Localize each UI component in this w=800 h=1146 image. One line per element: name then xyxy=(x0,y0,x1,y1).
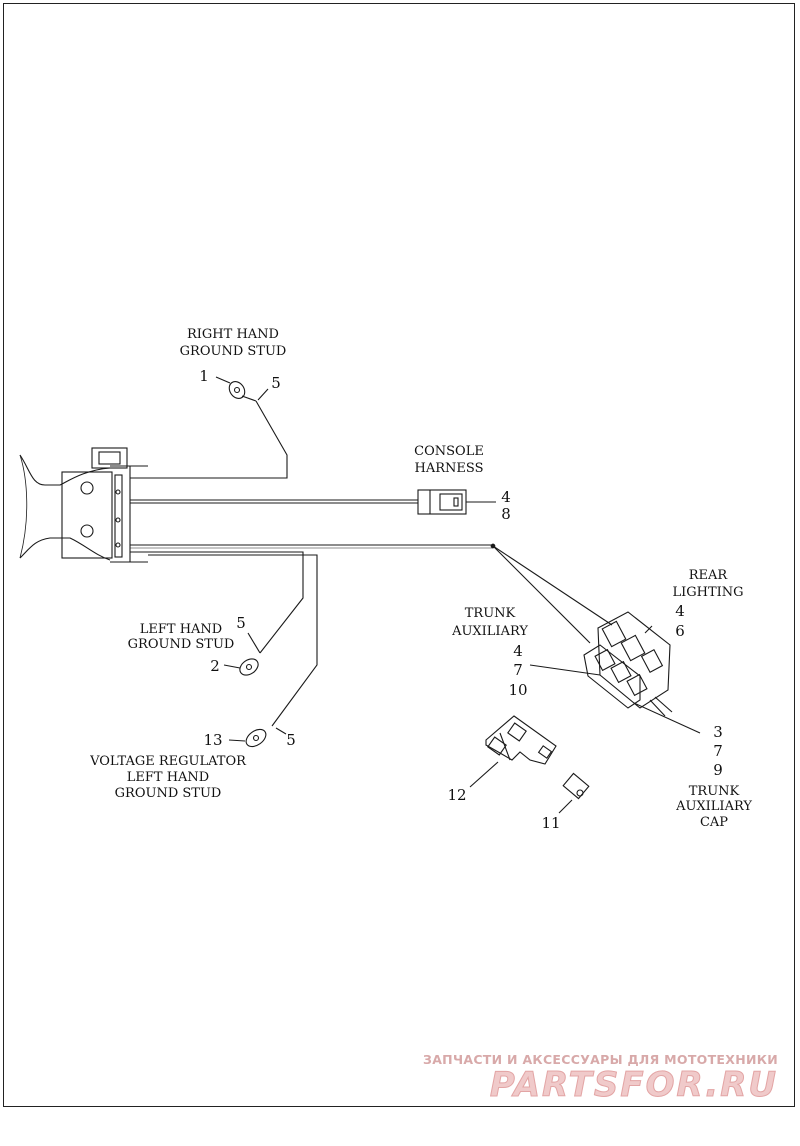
watermark-brand: PARTSFOR.RU xyxy=(490,1065,778,1105)
callout-terminal: 11 xyxy=(541,814,560,832)
label-console-line1: CONSOLE xyxy=(414,444,484,459)
callout-rear-b: 6 xyxy=(675,622,685,640)
callout-console-b: 8 xyxy=(501,505,511,523)
callout-rh-ring: 1 xyxy=(199,367,209,385)
callout-bracket: 12 xyxy=(447,786,466,804)
callout-lh-wire: 5 xyxy=(236,614,246,632)
callout-trunk-b: 7 xyxy=(513,661,523,679)
rear-connector-cluster xyxy=(529,611,701,734)
label-cap-line2: AUXILIARY xyxy=(675,799,752,814)
label-vr-line2: LEFT HAND xyxy=(127,770,209,785)
drawing-frame xyxy=(3,3,795,1107)
frame-body xyxy=(19,447,148,563)
label-trunk-line2: AUXILIARY xyxy=(451,624,528,639)
label-lh-ground-line1: LEFT HAND xyxy=(140,622,222,637)
label-vr-line1: VOLTAGE REGULATOR xyxy=(89,754,247,769)
bracket-part xyxy=(469,715,557,788)
label-rear-line2: LIGHTING xyxy=(672,585,743,600)
callout-rh-wire: 5 xyxy=(271,374,281,392)
watermark-tagline: ЗАПЧАСТИ И АКСЕССУАРЫ ДЛЯ МОТОТЕХНИКИ xyxy=(423,1052,778,1067)
vr-ground-wire xyxy=(148,554,318,748)
label-trunk-line1: TRUNK xyxy=(465,606,516,621)
rear-harness-wire xyxy=(130,543,613,644)
label-vr-line3: GROUND STUD xyxy=(115,786,222,801)
diagram-labels: RIGHT HAND GROUND STUD CONSOLE HARNESS R… xyxy=(89,327,752,830)
label-rh-ground-line1: RIGHT HAND xyxy=(187,327,279,342)
callout-console-a: 4 xyxy=(501,488,511,506)
lh-ground-ring-terminal xyxy=(239,658,259,676)
vr-ground-ring-terminal xyxy=(245,728,267,748)
terminal-part xyxy=(558,772,590,814)
callout-vr-wire: 5 xyxy=(286,731,296,749)
callout-cap-a: 3 xyxy=(713,723,723,741)
label-cap-line3: CAP xyxy=(700,815,728,830)
callout-numbers: 1 5 4 8 4 6 4 7 10 3 7 9 5 2 13 5 12 11 xyxy=(199,367,723,832)
label-cap-line1: TRUNK xyxy=(689,784,740,799)
callout-trunk-a: 4 xyxy=(513,642,523,660)
watermark: ЗАПЧАСТИ И АКСЕССУАРЫ ДЛЯ МОТОТЕХНИКИ PA… xyxy=(423,1052,778,1106)
label-rear-line1: REAR xyxy=(689,568,729,583)
label-lh-ground-line2: GROUND STUD xyxy=(128,637,235,652)
rh-ground-ring-terminal xyxy=(228,381,246,399)
label-rh-ground-line2: GROUND STUD xyxy=(180,344,287,359)
rh-ground-wire xyxy=(130,376,288,479)
callout-trunk-c: 10 xyxy=(508,681,527,699)
callout-cap-b: 7 xyxy=(713,742,723,760)
lh-ground-wire xyxy=(130,551,304,676)
console-harness-wire xyxy=(130,489,496,515)
callout-cap-c: 9 xyxy=(713,761,723,779)
callout-rear-a: 4 xyxy=(675,602,685,620)
callout-lh-ring: 2 xyxy=(210,657,220,675)
callout-vr-ring: 13 xyxy=(203,731,222,749)
label-console-line2: HARNESS xyxy=(415,461,484,476)
